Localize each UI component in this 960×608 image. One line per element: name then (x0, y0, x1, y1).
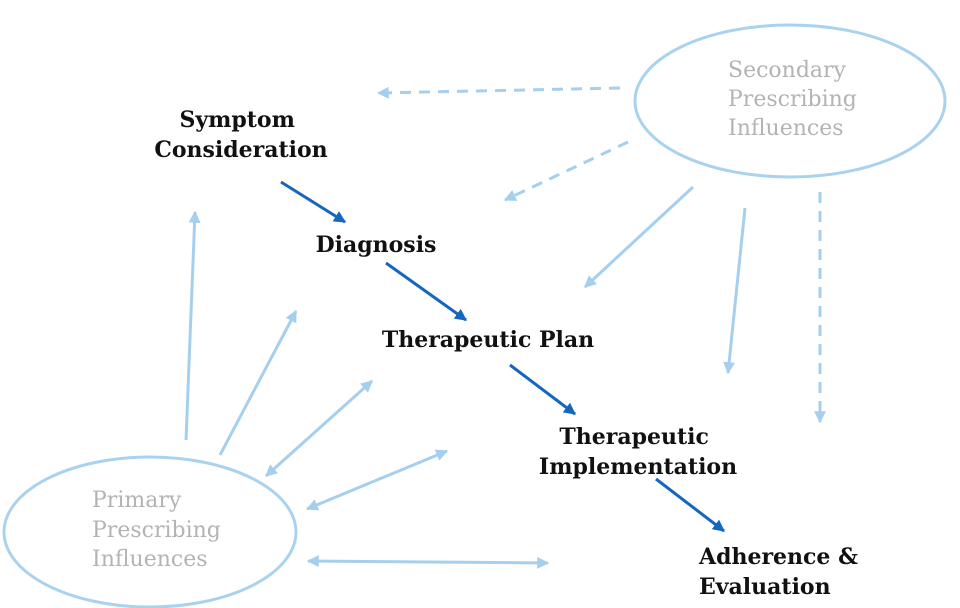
flow-arrow-diagnosis-to-plan (385, 261, 467, 322)
primary-arrow-to-evaluation (306, 555, 550, 569)
secondary-arrow-to-implementation (723, 207, 747, 375)
secondary-dashed-arrow-to-symptom (376, 86, 621, 99)
primary-arrow-to-diagnosis (218, 309, 298, 456)
therapeutic-plan-label: Therapeutic Plan (382, 327, 594, 353)
primary-arrow-to-implementation (305, 449, 449, 511)
secondary-arrow-to-plan (583, 185, 695, 289)
secondary-dashed-arrow-to-diagnosis (503, 140, 629, 202)
flow-arrow-plan-to-implementation (509, 363, 576, 416)
primary-influences-ellipse (2, 455, 298, 608)
symptom-consideration-label: Symptom Consideration (154, 107, 327, 163)
primary-influences-label: Primary Prescribing Influences (92, 488, 228, 572)
adherence-evaluation-label: Adherence & Evaluation (698, 544, 866, 600)
primary-arrow-to-symptom (184, 210, 201, 441)
flow-arrow-symptom-to-diagnosis (280, 180, 347, 224)
diagnosis-label: Diagnosis (316, 232, 437, 258)
secondary-influences-label: Secondary Prescribing Influences (728, 58, 864, 141)
secondary-influences-ellipse (633, 23, 947, 179)
primary-arrow-to-plan (264, 379, 374, 478)
flow-arrow-implementation-to-evaluation (655, 477, 725, 533)
therapeutic-implementation-label: Therapeutic Implementation (539, 424, 737, 480)
